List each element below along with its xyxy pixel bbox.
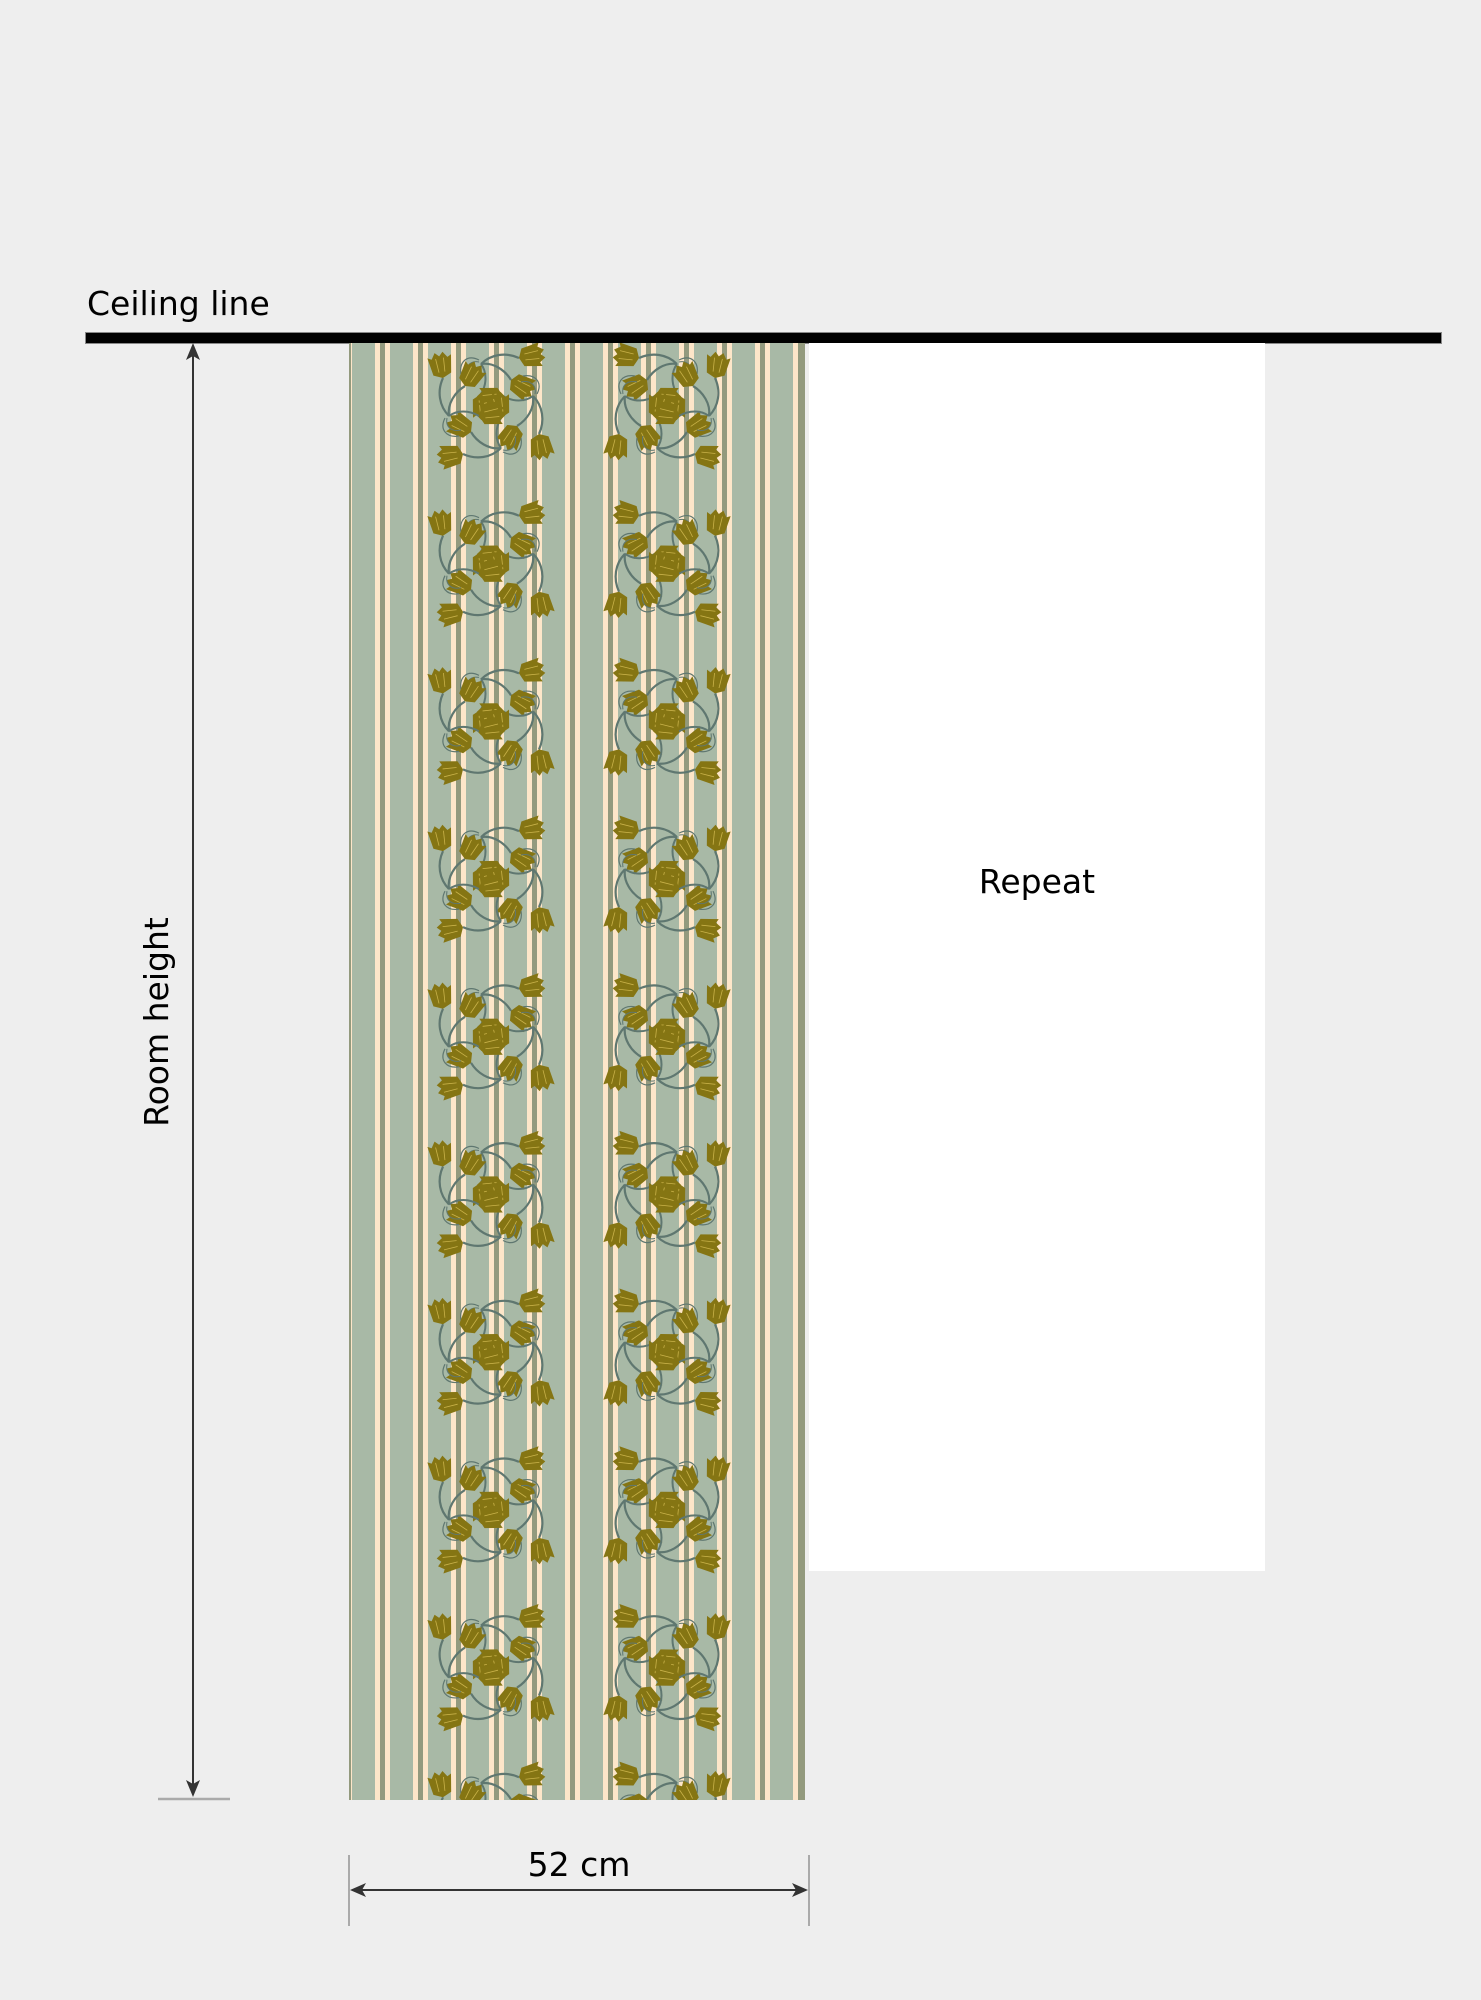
repeat-area (809, 343, 1265, 1571)
arrow-up-icon (186, 343, 200, 360)
wallpaper-panel (349, 343, 805, 1800)
ceiling-line-label: Ceiling line (87, 284, 270, 323)
width-label: 52 cm (527, 1845, 631, 1884)
arrow-left-icon (350, 1883, 366, 1897)
repeat-label: Repeat (978, 862, 1096, 901)
room-height-label: Room height (137, 917, 176, 1127)
arrow-down-icon (186, 1780, 200, 1797)
arrow-right-icon (792, 1883, 808, 1897)
ceiling-line (86, 333, 1441, 343)
